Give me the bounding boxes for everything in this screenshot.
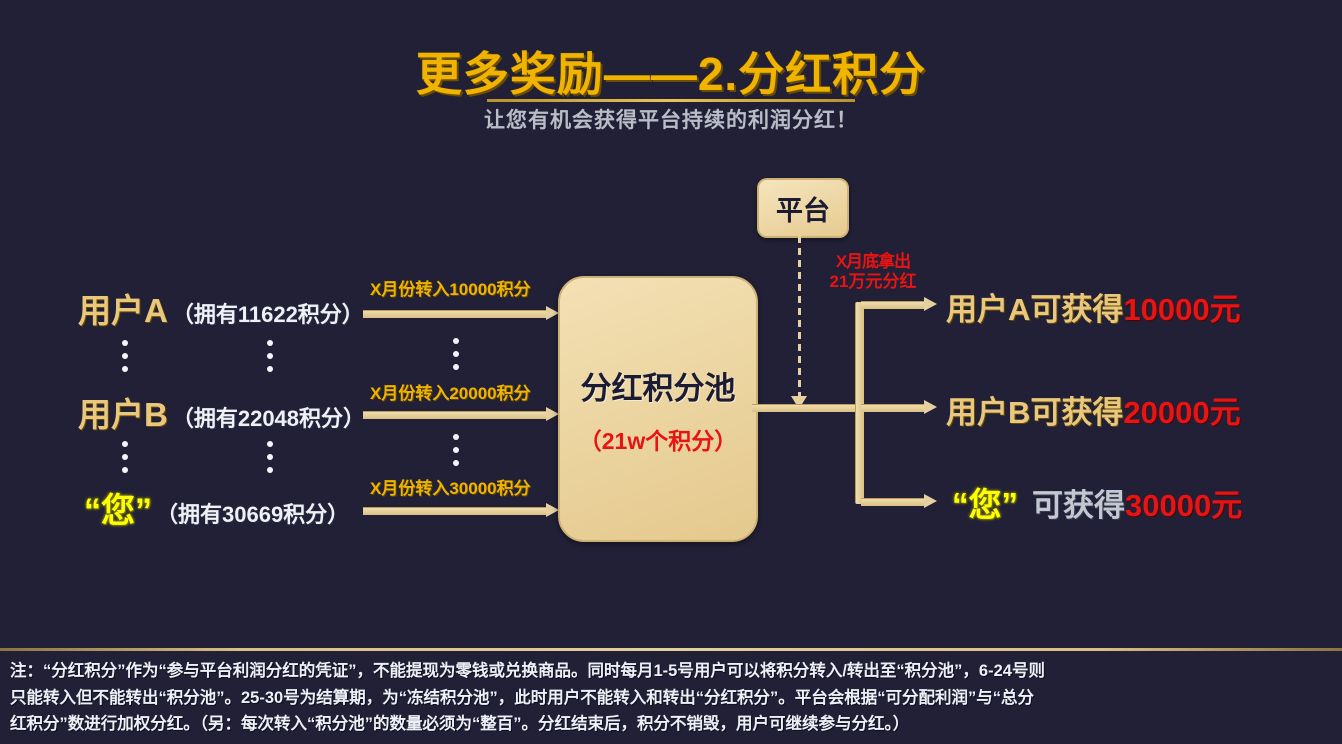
footnote-line-1: 注：“分红积分”作为“参与平台利润分红的凭证”，不能提现为零钱或兑换商品。同时每… — [10, 662, 1045, 680]
platform-dashed-connector — [798, 236, 801, 403]
transfer-arrow-a — [363, 306, 559, 320]
payout-a-amount: 10000元 — [1123, 292, 1241, 327]
payout-b-amount: 20000元 — [1123, 395, 1241, 430]
dividend-note-line2: 21万元分红 — [829, 271, 917, 291]
ellipsis-dots-mid-1 — [453, 338, 459, 370]
footnote-divider — [0, 648, 1342, 651]
user-you-name: “您” — [84, 492, 152, 530]
payout-branch-b — [861, 400, 937, 414]
platform-label: 平台 — [776, 195, 830, 226]
payout-b-label: 用户B可获得 — [946, 395, 1124, 430]
user-row-you: “您” （拥有30669积分） — [84, 483, 349, 532]
transfer-label-you: X月份转入30000积分 — [370, 479, 531, 498]
payout-branch-you — [861, 494, 937, 508]
footnote-line-2: 只能转入但不能转出“积分池”。25-30号为结算期，为“冻结积分池”，此时用户不… — [10, 688, 1034, 707]
user-row-a: 用户A （拥有11622积分） — [78, 284, 364, 332]
payout-row-you: “您” 可获得 30000元 — [952, 478, 1242, 526]
title-divider — [487, 99, 855, 102]
dividend-points-pool: 分红积分池 （21w个积分） — [558, 276, 758, 542]
footnote: 注：“分红积分”作为“参与平台利润分红的凭证”，不能提现为零钱或兑换商品。同时每… — [10, 658, 1332, 738]
ellipsis-dots-mid-2 — [453, 434, 459, 466]
user-a-name: 用户A — [78, 292, 168, 329]
platform-dividend-note: X月底拿出 21万元分红 — [818, 252, 928, 291]
transfer-arrow-you — [363, 503, 559, 517]
payout-row-a: 用户A可获得 10000元 — [946, 284, 1241, 329]
user-b-points: （拥有22048积分） — [171, 406, 366, 431]
payout-you-name: “您” — [952, 486, 1018, 523]
payout-row-b: 用户B可获得 20000元 — [946, 387, 1241, 432]
pool-title: 分红积分池 — [580, 370, 736, 406]
pool-subtitle: （21w个积分） — [578, 427, 738, 454]
dividend-note-line1: X月底拿出 — [835, 252, 911, 271]
user-a-points: （拥有11622积分） — [171, 302, 364, 327]
page-subtitle: 让您有机会获得平台持续的利润分红！ — [484, 109, 858, 132]
footnote-line-3: 红积分”数进行加权分红。（另：每次转入“积分池”的数量必须为“整百”。分红结束后… — [10, 715, 910, 734]
ellipsis-dots-left-3 — [122, 441, 128, 473]
ellipsis-dots-left-2 — [267, 340, 273, 372]
ellipsis-dots-left-4 — [267, 441, 273, 473]
transfer-label-a: X月份转入10000积分 — [370, 280, 531, 299]
transfer-arrow-b — [363, 407, 559, 421]
user-b-name: 用户B — [78, 396, 168, 433]
payout-branch-a — [861, 297, 937, 311]
platform-box: 平台 — [757, 178, 849, 238]
user-you-points: （拥有30669积分） — [156, 502, 350, 527]
distribution-trunk-vertical — [855, 302, 864, 504]
payout-you-amount: 30000元 — [1125, 488, 1243, 523]
user-row-b: 用户B （拥有22048积分） — [78, 388, 365, 436]
transfer-label-b: X月份转入20000积分 — [370, 384, 531, 403]
distribution-trunk-horizontal — [752, 404, 864, 412]
ellipsis-dots-left-1 — [122, 340, 128, 372]
payout-you-label: 可获得 — [1032, 488, 1125, 523]
payout-a-label: 用户A可获得 — [946, 292, 1124, 327]
page-title: 更多奖励——2.分红积分 — [415, 48, 927, 100]
